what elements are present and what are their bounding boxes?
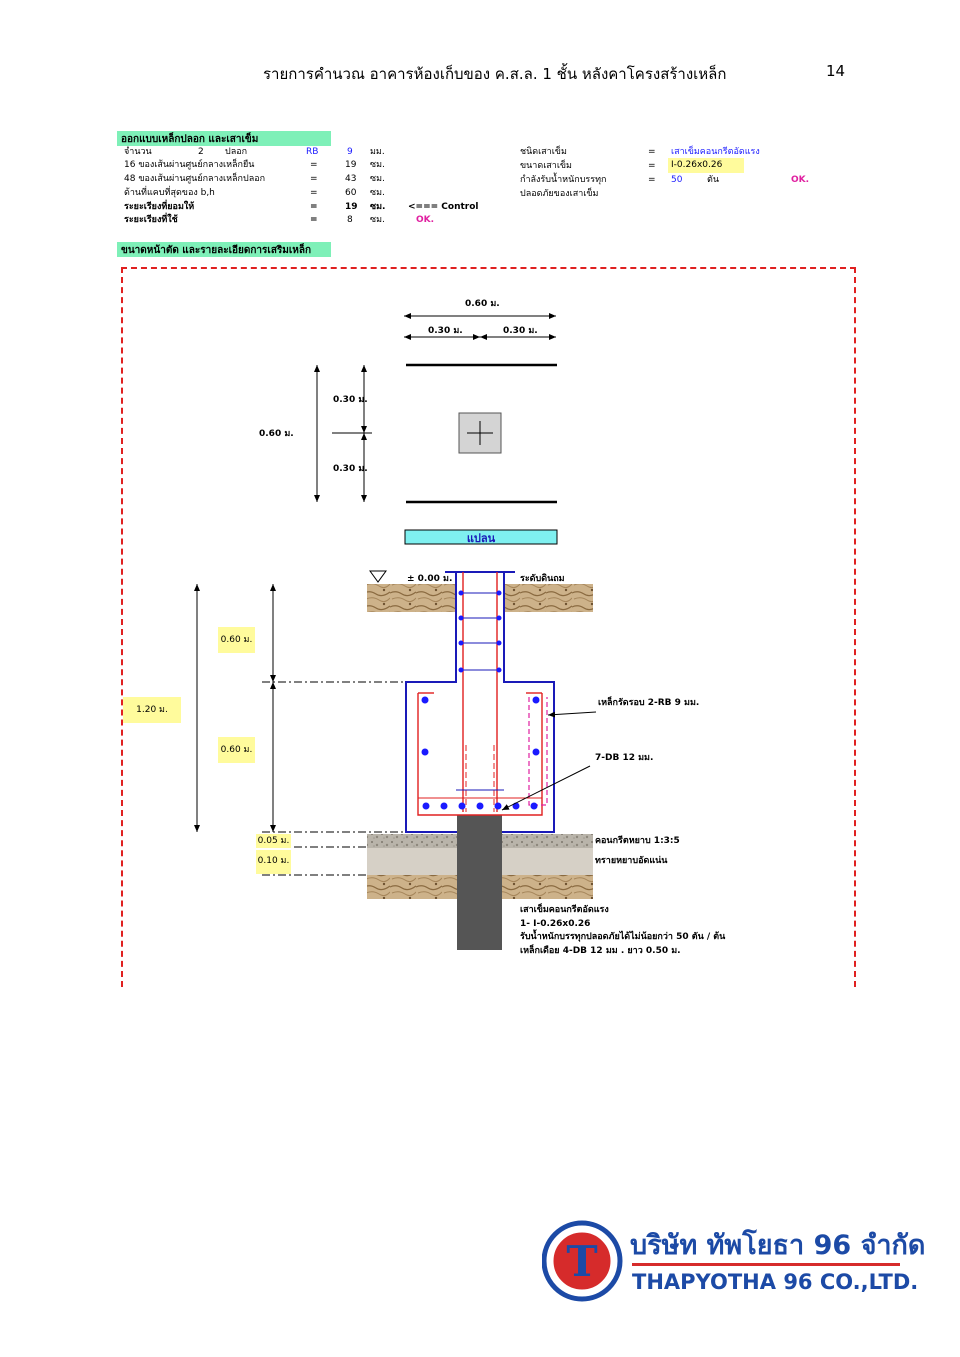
row-48d-eq: = <box>310 174 318 184</box>
logo-mark-letter: T <box>566 1237 597 1286</box>
plan-dim-total-w-label: 0.60 ม. <box>465 299 500 309</box>
plan-label-box <box>404 529 558 545</box>
pile-capacity-eq: = <box>648 175 656 185</box>
row-48d-label: 48 ของเส้นผ่านศูนย์กลางเหล็กปลอก <box>124 174 266 184</box>
row-narrow-unit: ซม. <box>370 188 385 198</box>
pile-type-value: เสาเข็มคอนกรีตอัดแรง <box>671 147 760 157</box>
page-number: 14 <box>826 62 846 80</box>
logo-mark: T <box>542 1220 623 1302</box>
pile-note-1: เสาเข็มคอนกรีตอัดแรง <box>520 905 609 915</box>
pile-note-4: เหล็กเดือย 4-DB 12 มม . ยาว 0.50 ม. <box>520 946 681 956</box>
pile-size-value: I-0.26x0.26 <box>668 158 744 173</box>
lean-concrete-label: คอนกรีตหยาบ 1:3:5 <box>595 836 680 846</box>
pile-capacity-label: กำลังรับน้ำหนักบรรทุก <box>520 175 607 185</box>
company-name-thai: บริษัท ทัพโยธา 96 จำกัด <box>630 1230 926 1261</box>
sec-dim-total-label: 1.20 ม. <box>123 697 181 723</box>
pile-capacity-value: 50 <box>671 175 683 185</box>
footing-drawing <box>194 313 597 950</box>
row-count-dia: 9 <box>347 147 353 157</box>
column-ties <box>463 592 497 671</box>
sec-dim-col-label: 0.60 ม. <box>218 627 255 653</box>
pile-note-3: รับน้ำหนักบรรทุกปลอดภัยได้ไม่น้อยกว่า 50… <box>520 932 726 942</box>
row-count-value: 2 <box>198 147 204 157</box>
pile-type-eq: = <box>648 147 656 157</box>
logo-divider <box>632 1263 900 1266</box>
company-name-english: THAPYOTHA 96 CO.,LTD. <box>632 1270 919 1294</box>
row-narrow-value: 60 <box>345 188 357 198</box>
row-narrow-eq: = <box>310 188 318 198</box>
pile <box>457 815 502 950</box>
sec-dim-footing-label: 0.60 ม. <box>218 737 255 763</box>
plan-dim-half-l-label: 0.30 ม. <box>428 326 463 336</box>
sec-dim-lean-label: 0.05 ม. <box>256 834 291 848</box>
section-title-detail: ขนาดหน้าตัด และรายละเอียดการเสริมเหล็ก <box>117 242 331 257</box>
row-used-unit: ซม. <box>370 215 385 225</box>
stirrup-label: เหล็กรัดรอบ 2-RB 9 มม. <box>598 698 700 708</box>
row-used-value: 8 <box>347 215 353 225</box>
row-count-type: ปลอก <box>225 147 248 157</box>
row-16d-label: 16 ของเส้นผ่านศูนย์กลางเหล็กยืน <box>124 160 255 170</box>
row-used-label: ระยะเรียงที่ใช้ <box>124 215 178 225</box>
row-allow-unit: ซม. <box>370 202 386 212</box>
row-16d-eq: = <box>310 160 318 170</box>
row-used-ok: OK. <box>416 215 435 225</box>
stirrup-leader <box>547 711 597 718</box>
row-16d-unit: ซม. <box>370 160 385 170</box>
row-count-unit: มม. <box>370 147 385 157</box>
pile-capacity-unit: ตัน <box>707 175 719 185</box>
footing-bar-dots <box>421 696 540 810</box>
footing-stirrup <box>417 693 543 816</box>
plan-dim-total-h-label: 0.60 ม. <box>259 429 294 439</box>
top-soil-right <box>504 584 593 612</box>
row-allow-value: 19 <box>345 202 358 212</box>
pile-safety-label: ปลอดภัยของเสาเข็ม <box>520 189 599 199</box>
row-used-eq: = <box>310 215 318 225</box>
row-16d-value: 19 <box>345 160 357 170</box>
pile-type-label: ชนิดเสาเข็ม <box>520 147 567 157</box>
row-allow-note: <=== Control <box>408 202 479 212</box>
section-title-stirrup-pile: ออกแบบเหล็กปลอก และเสาเข็ม <box>117 131 331 146</box>
pile-size-label: ขนาดเสาเข็ม <box>520 161 572 171</box>
plan-dim-half-r-label: 0.30 ม. <box>503 326 538 336</box>
plan-label: แปลน <box>466 532 496 545</box>
row-count-label: จำนวน <box>124 147 152 157</box>
row-48d-value: 43 <box>345 174 357 184</box>
company-logo: T บริษัท ทัพโยธา 96 จำกัด THAPYOTHA 96 C… <box>540 1215 925 1315</box>
row-allow-eq: = <box>310 202 318 212</box>
ground-level-label: ± 0.00 ม. <box>407 574 453 584</box>
bar-label: 7-DB 12 มม. <box>595 753 654 763</box>
plan-dim-half-b-label: 0.30 ม. <box>333 464 368 474</box>
top-soil-left <box>367 584 457 612</box>
footing-stirrup-dashed <box>528 697 548 806</box>
pile-note-2: 1- I-0.26x0.26 <box>520 919 591 929</box>
pile-size-eq: = <box>648 161 656 171</box>
sec-dim-sand-label: 0.10 ม. <box>256 850 291 874</box>
sand-label: ทรายหยาบอัดแน่น <box>595 856 668 866</box>
ground-level-symbol <box>369 570 387 583</box>
ground-fill-label: ระดับดินถม <box>520 574 565 584</box>
column-bar-dots <box>458 590 502 673</box>
row-48d-unit: ซม. <box>370 174 385 184</box>
row-allow-label: ระยะเรียงที่ยอมให้ <box>124 202 195 212</box>
pile-capacity-ok: OK. <box>791 175 810 185</box>
row-narrow-label: ด้านที่แคบที่สุดของ b,h <box>124 188 215 198</box>
drawing-frame <box>121 267 856 987</box>
plan-dim-half-t-label: 0.30 ม. <box>333 395 368 405</box>
bar-leader <box>501 765 591 811</box>
row-count-bar: RB <box>306 147 319 157</box>
document-title: รายการคำนวณ อาคารห้องเก็บของ ค.ส.ล. 1 ชั… <box>263 65 727 83</box>
